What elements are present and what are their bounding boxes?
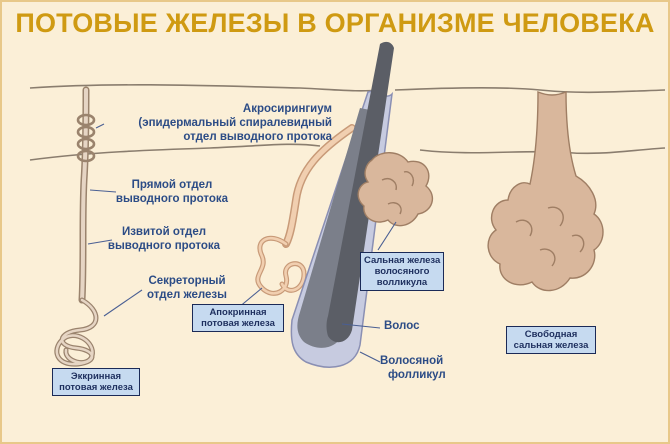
apocrine-gland-box: Апокринная потовая железа [192, 304, 284, 332]
coiled-duct-label: Извитой отдел выводного протока [107, 226, 221, 252]
free-sebaceous-box: Свободная сальная железа [506, 326, 596, 354]
acrosyringium-spiral [76, 113, 96, 163]
straight-duct-label: Прямой отдел выводного протока [115, 179, 229, 205]
sebaceous-follicle-box: Сальная железа волосяного волликула [360, 252, 444, 291]
free-sebaceous-gland [487, 90, 604, 292]
acrosyringium-label: Акросирингиум (эпидермальный спиралевидн… [138, 103, 332, 143]
skin-surface-line [29, 84, 666, 94]
sebaceous-gland-follicle [357, 152, 434, 227]
secretory-label: Секреторный отдел железы [147, 275, 227, 301]
label-pointers [87, 123, 397, 363]
apocrine-coil [255, 235, 307, 296]
hair-follicle-inner [297, 108, 370, 348]
page-title: ПОТОВЫЕ ЖЕЛЕЗЫ В ОРГАНИЗМЕ ЧЕЛОВЕКА [15, 8, 655, 38]
hair-follicle-label: Волосяной фолликул [380, 355, 446, 381]
eccrine-gland-box: Эккринная потовая железа [52, 368, 140, 396]
hair-label: Волос [384, 320, 420, 332]
